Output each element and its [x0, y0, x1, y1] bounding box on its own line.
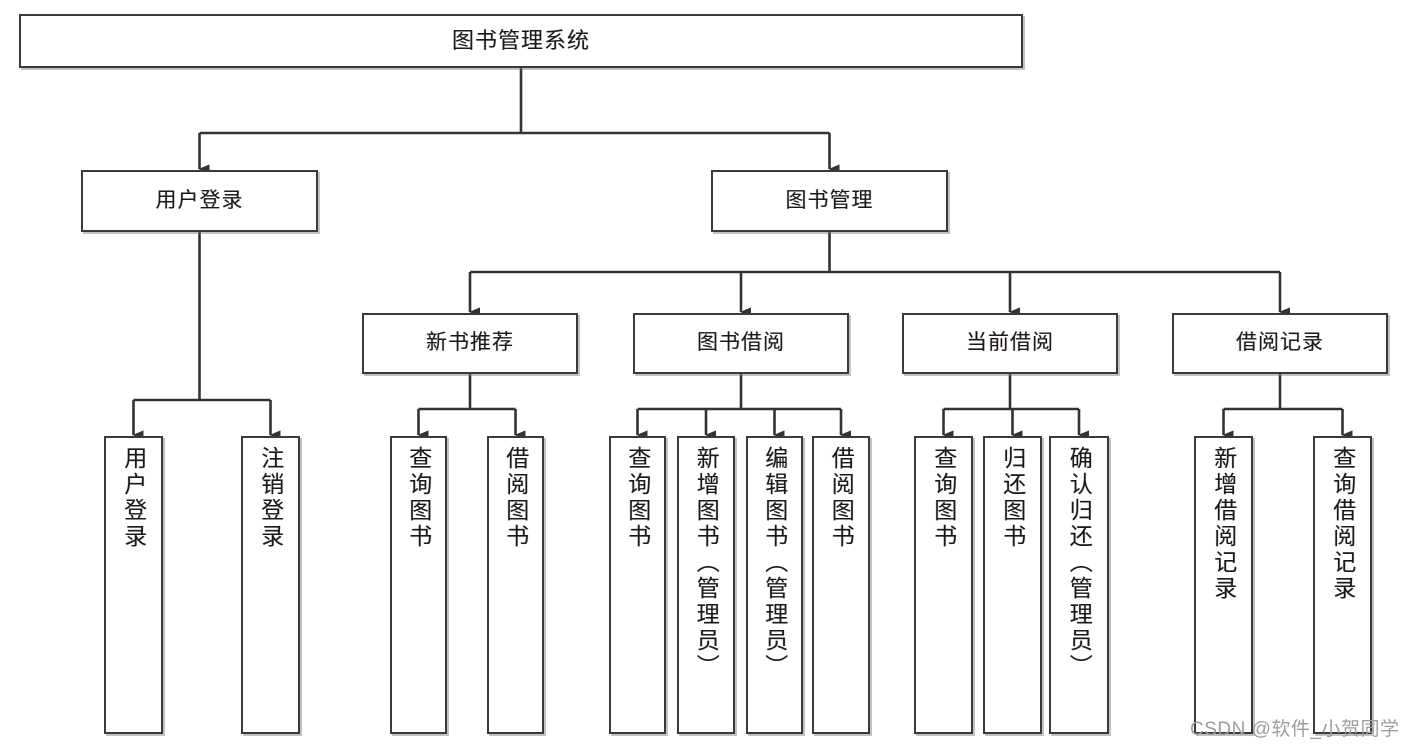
node-label: 借阅图书 [828, 446, 855, 550]
node-leaf-query-book-new[interactable]: 查询图书 [390, 436, 447, 734]
node-label: 新增借阅记录 [1210, 446, 1237, 602]
node-borrow-record[interactable]: 借阅记录 [1172, 313, 1388, 374]
node-label: 查询图书 [405, 446, 432, 550]
node-leaf-add-book-admin[interactable]: 新增图书（管理员） [677, 436, 735, 734]
node-book-manage[interactable]: 图书管理 [711, 170, 948, 232]
node-leaf-confirm-return[interactable]: 确认归还（管理员） [1049, 436, 1109, 734]
node-label: 用户登录 [155, 188, 244, 212]
node-current-borrow[interactable]: 当前借阅 [902, 313, 1118, 374]
node-leaf-logout-login[interactable]: 注销登录 [241, 436, 300, 734]
watermark-text: CSDN @软件_小贺同学 [1190, 719, 1400, 740]
node-leaf-edit-book-admin[interactable]: 编辑图书（管理员） [746, 436, 803, 734]
node-new-book-recommend[interactable]: 新书推荐 [362, 313, 578, 374]
node-leaf-add-record[interactable]: 新增借阅记录 [1194, 436, 1253, 734]
node-leaf-query-book-borrow[interactable]: 查询图书 [609, 436, 666, 734]
node-label: 查询图书 [930, 446, 957, 550]
node-label: 用户登录 [120, 446, 147, 550]
node-leaf-borrow-book[interactable]: 借阅图书 [812, 436, 870, 734]
node-label: 图书管理系统 [451, 28, 590, 54]
node-label: 新书推荐 [426, 331, 514, 355]
node-book-borrow[interactable]: 图书借阅 [633, 313, 849, 374]
node-label: 确认归还（管理员） [1066, 446, 1093, 680]
node-leaf-return-book[interactable]: 归还图书 [983, 436, 1042, 734]
node-leaf-user-login[interactable]: 用户登录 [104, 436, 163, 734]
node-label: 借阅图书 [502, 446, 529, 550]
node-label: 注销登录 [257, 446, 284, 550]
node-label: 查询图书 [624, 446, 651, 550]
node-label: 查询借阅记录 [1329, 446, 1356, 602]
node-leaf-query-record[interactable]: 查询借阅记录 [1313, 436, 1372, 734]
node-label: 当前借阅 [966, 331, 1054, 355]
node-label: 归还图书 [999, 446, 1026, 550]
node-leaf-query-book-current[interactable]: 查询图书 [914, 436, 973, 734]
node-leaf-borrow-book-new[interactable]: 借阅图书 [487, 436, 544, 734]
node-label: 图书借阅 [697, 331, 785, 355]
node-label: 编辑图书（管理员） [761, 446, 788, 680]
node-root[interactable]: 图书管理系统 [19, 14, 1023, 68]
node-user-login[interactable]: 用户登录 [81, 170, 318, 232]
node-label: 图书管理 [785, 188, 874, 212]
node-label: 新增图书（管理员） [693, 446, 720, 680]
node-label: 借阅记录 [1236, 331, 1324, 355]
